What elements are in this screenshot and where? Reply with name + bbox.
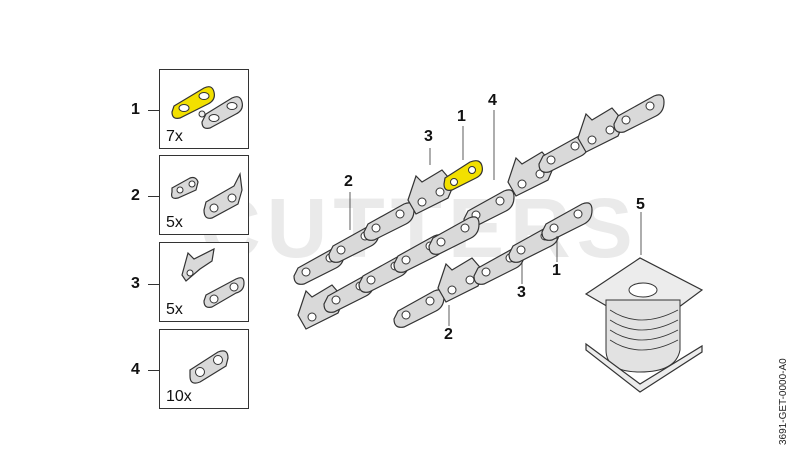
callout-2-bottom: 2 (444, 326, 453, 343)
legend-quantity-3: 5x (166, 301, 183, 318)
legend-quantity-1: 7x (166, 128, 183, 145)
legend-leader-3 (148, 284, 159, 285)
drive-link-pair-icon (171, 171, 243, 219)
legend-number-4: 4 (131, 361, 140, 378)
callout-1-top: 1 (457, 108, 466, 125)
legend-number-2: 2 (131, 187, 140, 204)
legend-quantity-2: 5x (166, 214, 183, 231)
legend-box-3: 5x (159, 242, 249, 322)
callout-4-top: 4 (488, 92, 497, 109)
document-code: 3691-GET-0000-A0 (778, 358, 789, 445)
callout-2-left: 2 (344, 173, 353, 190)
lower-chain-run (393, 202, 593, 328)
legend-number-3: 3 (131, 275, 140, 292)
callout-3-top: 3 (424, 128, 433, 145)
chain-spool-icon (584, 257, 704, 393)
legend-box-1: 7x (159, 69, 249, 149)
legend-box-2: 5x (159, 155, 249, 235)
legend-leader-2 (148, 196, 159, 197)
upper-chain-run (293, 94, 665, 285)
leader-lines (349, 110, 642, 326)
highlighted-connecting-link (443, 160, 483, 191)
callout-3-bottom: 3 (517, 284, 526, 301)
legend-number-1: 1 (131, 101, 140, 118)
legend-leader-1 (148, 110, 159, 111)
callout-1-bottom: 1 (552, 262, 561, 279)
cutter-link-icon (181, 247, 245, 308)
legend-leader-4 (148, 370, 159, 371)
legend-quantity-4: 10x (166, 388, 192, 405)
legend-box-4: 10x (159, 329, 249, 409)
connecting-link-highlighted-icon (171, 86, 243, 129)
callout-5-spool: 5 (636, 196, 645, 213)
tie-strap-icon (189, 350, 229, 384)
